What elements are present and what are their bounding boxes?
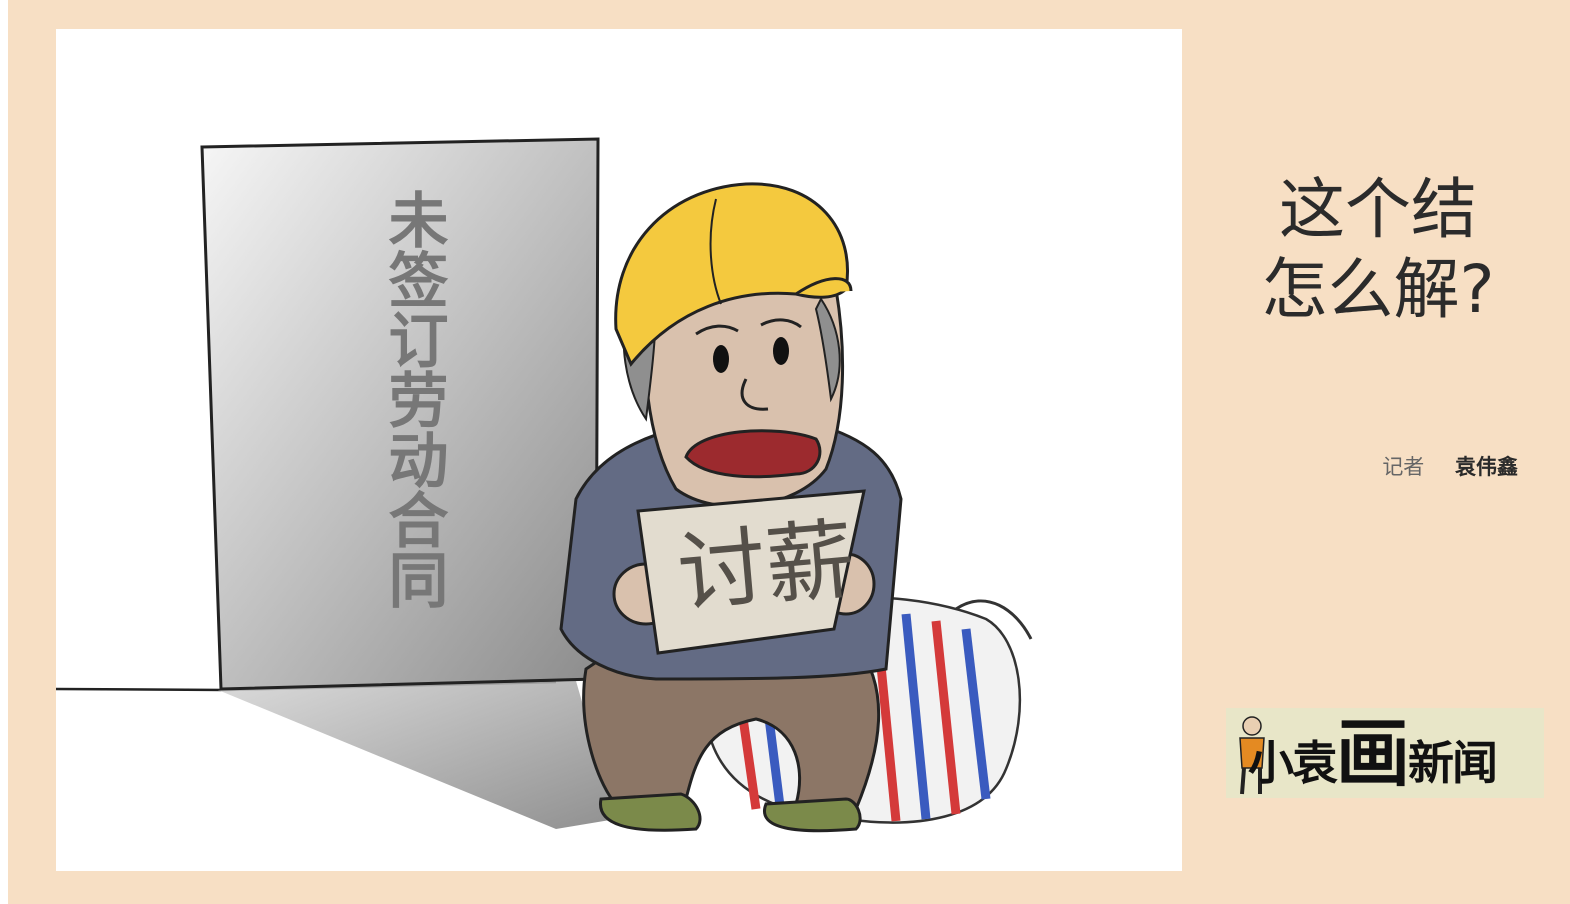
logo-text-part-2: 画 bbox=[1336, 711, 1410, 797]
right-shoe bbox=[763, 797, 862, 833]
logo-text-part-1: 小袁 bbox=[1248, 736, 1338, 790]
byline-label: 记者 bbox=[1382, 455, 1425, 479]
pants bbox=[582, 642, 881, 811]
cartoon-illustration: 未签订劳动合同 讨薪 bbox=[56, 29, 1182, 871]
right-eye bbox=[773, 337, 789, 365]
sign-text-wage-demand: 讨薪 bbox=[673, 507, 859, 626]
mouth bbox=[684, 429, 822, 479]
cartoon-drawing bbox=[56, 137, 1033, 833]
hair-right bbox=[814, 297, 841, 403]
wall-text-unsigned-contract: 未签订劳动合同 bbox=[378, 189, 448, 609]
logo: 小袁画新闻 bbox=[1226, 708, 1544, 798]
logo-text-part-3: 新闻 bbox=[1408, 736, 1498, 790]
byline-author-name: 袁伟鑫 bbox=[1455, 455, 1518, 479]
cartoon-person-icon bbox=[1239, 716, 1265, 795]
headline: 这个结 怎么解? bbox=[1223, 170, 1533, 330]
left-shoe bbox=[598, 792, 702, 832]
protest-sign bbox=[636, 489, 866, 655]
headline-line-2: 怎么解? bbox=[1261, 251, 1495, 328]
wall-shadow bbox=[218, 681, 616, 829]
bag-handle bbox=[955, 599, 1033, 640]
page: 未签订劳动合同 讨薪 这个结 怎么解? 记者 袁伟鑫 小袁画新闻 bbox=[8, 0, 1570, 904]
helmet-brim bbox=[795, 277, 853, 296]
headline-line-1: 这个结 bbox=[1279, 171, 1477, 248]
logo-text: 小袁画新闻 bbox=[1248, 716, 1498, 798]
helmet bbox=[614, 182, 849, 367]
byline: 记者 袁伟鑫 bbox=[1382, 451, 1518, 481]
left-eye bbox=[713, 345, 729, 373]
